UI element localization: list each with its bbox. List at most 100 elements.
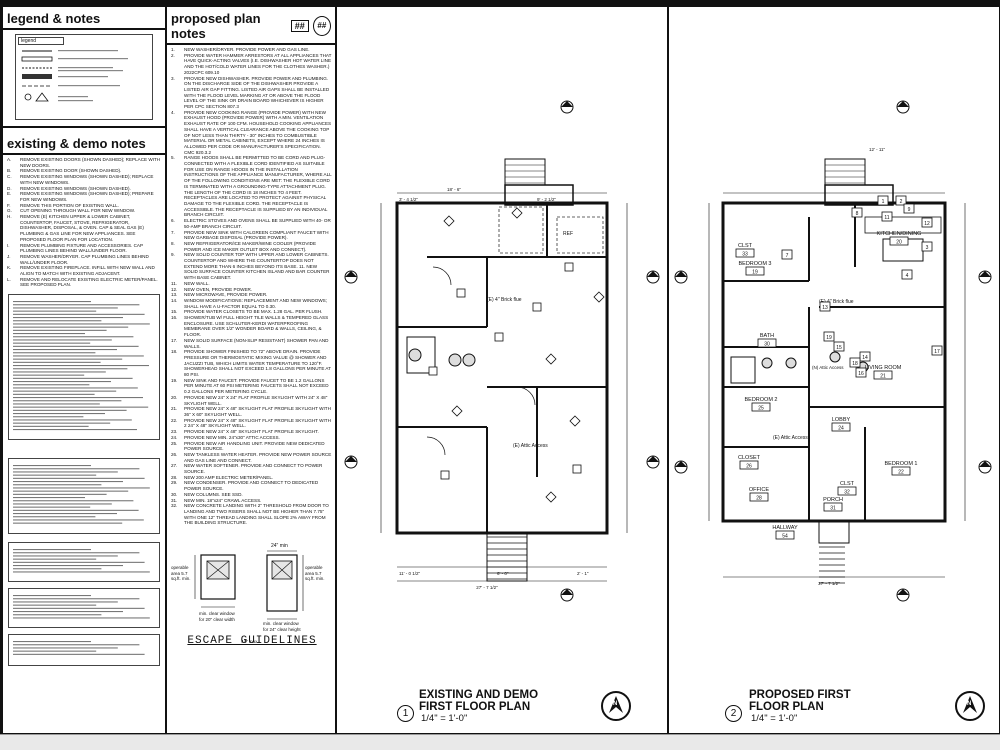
note-number: 23. — [171, 429, 178, 435]
room-number: 22 — [898, 470, 904, 476]
keynote-tag-number: 11 — [884, 215, 889, 221]
room-tag-box — [775, 530, 795, 540]
keynote-tag-number: 13 — [822, 305, 828, 311]
text-line — [13, 425, 89, 428]
text-line — [13, 304, 140, 306]
section-arrow-icon — [979, 461, 991, 467]
note-text: PROVIDE NEW AIR HANDLING UNIT. PROVIDE N… — [184, 440, 325, 452]
sheet-top-border — [0, 0, 1000, 6]
demo-kitchen — [498, 206, 544, 254]
plan-number-2: 2 — [725, 705, 742, 722]
text-line — [13, 320, 102, 322]
text-line — [13, 484, 102, 486]
note-item: 6.ELECTRIC STOVES AND OVENS SHALL BE SUP… — [171, 218, 332, 229]
kitchen-counter — [864, 216, 942, 234]
section-arrow-icon — [647, 271, 659, 277]
exterior-wall — [395, 201, 609, 535]
text-line — [13, 565, 123, 567]
keynote-tag-box — [781, 249, 793, 260]
note-number: 14. — [171, 297, 178, 303]
text-line — [13, 317, 123, 319]
note-number: 7. — [171, 229, 175, 235]
section-arrow-icon — [561, 101, 573, 107]
note-item: 7.PROVIDE NEW SINK WITH CALGREEN COMPLIA… — [171, 230, 332, 241]
text-line — [13, 429, 137, 431]
note-number: G. — [7, 208, 12, 214]
note-number: H. — [7, 214, 12, 220]
text-line — [13, 644, 140, 646]
text-line — [13, 365, 149, 367]
note-item: 20.PROVIDE NEW 24" X 24" FLAT PROFILE SK… — [171, 395, 332, 406]
svg-text:N: N — [967, 701, 971, 707]
text-line — [13, 336, 134, 338]
room-name: HALLWAY — [772, 525, 798, 531]
escape-sill-bottom: 44" max — [241, 639, 258, 644]
section-arrow-icon — [897, 589, 909, 595]
keynote-tag-box — [895, 195, 907, 206]
note-number: J. — [7, 253, 11, 259]
demo-tag-icon — [440, 470, 450, 480]
note-item: H.REMOVE (E) KITCHEN UPPER & LOWER CABIN… — [7, 214, 162, 243]
room-number: 26 — [746, 464, 752, 470]
north-arrow-icon: N — [601, 691, 631, 721]
room-tag-box — [837, 486, 857, 496]
code-notes-box-1 — [8, 294, 160, 441]
note-item: 21.PROVIDE NEW 24" X 48" SKYLIGHT FLAT P… — [171, 406, 332, 417]
note-text: PROVIDE SHOWER FINISHED TO 72" ABOVE DRA… — [184, 349, 331, 378]
brick-flue-label: (E) 4" Brick flue — [487, 297, 522, 303]
text-line — [13, 607, 145, 610]
text-line — [13, 393, 95, 396]
existing-plan-title-line2: FIRST FLOOR PLAN — [419, 701, 531, 713]
note-text: PROVIDE NEW MIN. 24"x30" ATTIC ACCESS. — [184, 434, 280, 440]
note-text: REMOVE AND RELOCATE EXISTING ELECTRIC ME… — [20, 276, 158, 288]
sheet-left-border — [0, 0, 2, 749]
note-number: 16. — [171, 315, 178, 321]
keynote-tag-box — [833, 341, 845, 352]
note-text: SHOWER/TUB W/ FULL HEIGHT TILE WALLS & T… — [184, 315, 329, 338]
keynote-tag-number: 19 — [826, 335, 832, 341]
room-name: BEDROOM 2 — [744, 397, 777, 403]
note-number: D. — [7, 185, 12, 191]
text-line — [13, 333, 85, 335]
keynote-circle-tag: ## — [312, 16, 331, 36]
text-line — [13, 307, 118, 309]
note-item: 8.NEW REFRIGERATOR/ICE MAKER/WINE COOLER… — [171, 241, 332, 252]
brick-flue-label: (E) 4" Brick flue — [819, 299, 854, 305]
text-line — [13, 506, 91, 508]
note-text: PROVIDE NEW 24" X 24" FLAT PROFILE SKYLI… — [184, 394, 328, 406]
room-tag-box — [749, 492, 769, 502]
note-item: 31.NEW MIN. 18"x24" CRAWL ACCESS. — [171, 498, 332, 504]
note-number: L. — [7, 276, 11, 282]
text-line — [13, 568, 102, 570]
room-name: CLOSET — [738, 455, 761, 461]
text-line — [13, 555, 118, 557]
plan-number-1: 1 — [397, 705, 414, 722]
code-notes-box-3 — [8, 542, 160, 583]
note-number: 11. — [171, 280, 178, 286]
text-line — [13, 413, 105, 415]
note-number: 27. — [171, 463, 178, 469]
text-line — [13, 422, 111, 424]
note-number: 29. — [171, 480, 178, 486]
north-arrow-icon: N — [955, 691, 985, 721]
existing-demo-plan-panel: 18' - 6"3' - 4 1/2"9' - 2 1/2"11' - 0 1/… — [336, 6, 668, 734]
room-name: LIVING ROOM — [865, 365, 902, 371]
room-tag-box — [735, 248, 755, 258]
keynote-tag-number: 14 — [862, 355, 868, 361]
room-number: 25 — [758, 406, 764, 412]
room-tag-box — [891, 466, 911, 476]
note-item: J.REMOVE WASHER/DRYER. CAP PLUMBING LINE… — [7, 254, 162, 265]
demo-tag-icon — [532, 302, 542, 312]
text-line — [13, 419, 132, 421]
note-number: 31. — [171, 497, 178, 503]
room-name: LOBBY — [832, 417, 851, 423]
demo-tag-icon — [593, 291, 605, 303]
keynote-tag-number: 16 — [858, 371, 864, 377]
note-text: NEW WALL. — [184, 280, 210, 286]
keynote-tag-number: 7 — [786, 253, 789, 259]
text-line — [13, 617, 150, 619]
note-item: B.REMOVE EXISTING DOOR (SHOWN DASHED). — [7, 168, 162, 174]
attic-access-label: (E) Attic Access — [773, 435, 808, 441]
note-number: 1. — [171, 47, 175, 52]
note-item: 15.PROVIDE WATER CLOSETS TO BE MAX. 1.28… — [171, 309, 332, 315]
